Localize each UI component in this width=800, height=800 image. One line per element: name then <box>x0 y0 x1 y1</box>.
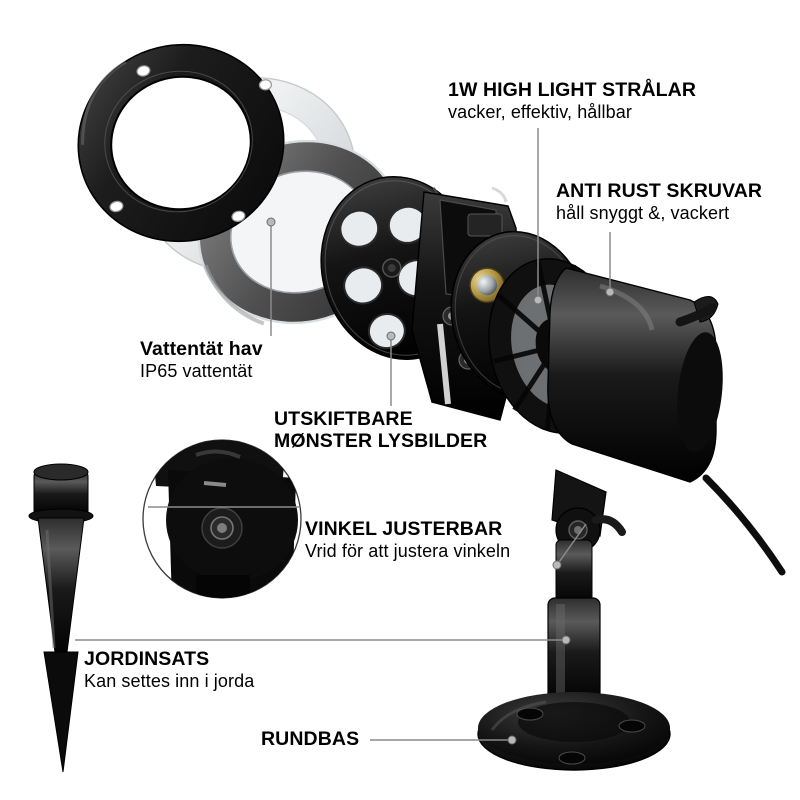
power-cable <box>702 474 786 576</box>
leader-angle-hinge <box>556 523 587 566</box>
callout-angle: VINKEL JUSTERBAR Vrid för att justera vi… <box>305 518 511 562</box>
callout-screws-title: ANTI RUST SKRUVAR <box>556 180 763 202</box>
base-mount-holes <box>516 707 646 765</box>
angle-hinge-knob <box>551 469 626 553</box>
callout-waterproof: Vattentät hav IP65 vattentät <box>140 338 263 382</box>
telescoping-pole <box>547 539 601 707</box>
leader-lines <box>75 128 611 741</box>
callout-base-title: RUNDBAS <box>261 728 360 750</box>
antenna-nub <box>675 296 719 327</box>
callout-angle-title: VINKEL JUSTERBAR <box>305 518 503 540</box>
bezel-screw-holes <box>109 65 273 222</box>
callout-stake: JORDINSATS Kan settes inn i jorda <box>84 648 255 692</box>
callout-screws-subtitle: håll snyggt &, vackert <box>556 202 730 223</box>
callout-base: RUNDBAS <box>261 728 360 751</box>
callout-slides-subtitle: MØNSTER LYSBILDER <box>274 429 488 452</box>
bezel-ring <box>77 43 285 243</box>
callout-waterproof-title: Vattentät hav <box>140 338 263 360</box>
callout-slides-title: UTSKIFTBARE <box>274 408 413 430</box>
round-base-plate <box>477 692 671 771</box>
callout-waterproof-subtitle: IP65 vattentät <box>140 360 253 381</box>
callout-beam: 1W HIGH LIGHT STRÅLAR vacker, effektiv, … <box>448 79 697 123</box>
callout-angle-subtitle: Vrid för att justera vinkeln <box>305 540 511 561</box>
magnified-hinge-detail-circle <box>142 439 302 599</box>
callout-beam-subtitle: vacker, effektiv, hållbar <box>448 101 632 122</box>
callout-beam-title: 1W HIGH LIGHT STRÅLAR <box>448 79 697 101</box>
projector-housing <box>488 258 723 483</box>
callout-screws: ANTI RUST SKRUVAR håll snyggt &, vackert <box>556 180 763 224</box>
callout-stake-title: JORDINSATS <box>84 648 210 670</box>
callout-stake-subtitle: Kan settes inn i jorda <box>84 670 255 691</box>
callout-slides: UTSKIFTBARE MØNSTER LYSBILDER <box>274 408 488 453</box>
ground-stake <box>28 463 94 773</box>
leader-dots <box>266 217 615 745</box>
